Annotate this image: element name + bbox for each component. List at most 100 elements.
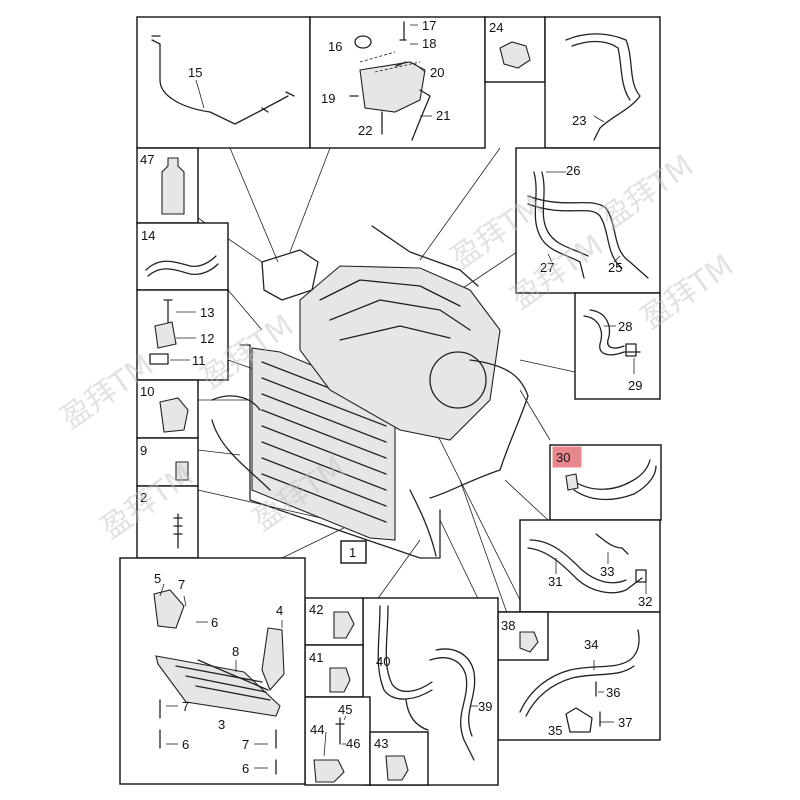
callout-31: 31 [548,574,562,589]
clip-43-part [385,755,409,781]
inset-box-38[interactable]: 38 [497,611,549,661]
hose-30-part [571,459,651,490]
callout-23: 23 [572,113,586,128]
coolant-hose-23-part [565,33,641,141]
callout-12: 12 [200,331,214,346]
callout-6a: 6 [211,615,218,630]
callout-37: 37 [618,715,632,730]
callout-4: 4 [276,603,283,618]
callout-18: 18 [422,36,436,51]
clip-41-part [329,667,351,693]
inset-box-10[interactable]: 10 [136,379,199,439]
inset-box-30[interactable]: 30 [549,444,662,521]
inset-box-44-46[interactable]: 44 45 46 [304,696,371,786]
callout-11: 11 [192,353,206,368]
callout-9: 9 [140,443,147,458]
callout-25: 25 [608,260,622,275]
hose-25-part [527,195,649,279]
callout-14: 14 [141,228,155,243]
callout-21: 21 [436,108,450,123]
callout-43: 43 [374,736,388,751]
callout-19: 19 [321,91,335,106]
inset-box-23[interactable]: 23 [544,16,661,149]
tank-main-part [261,249,319,301]
callout-7a: 7 [178,577,185,592]
callout-16: 16 [328,39,342,54]
callout-13: 13 [200,305,214,320]
callout-45: 45 [338,702,352,717]
callout-41: 41 [309,650,323,665]
coolant-bottle-part [161,157,185,215]
callout-3: 3 [218,717,225,732]
radiator-frame-part [239,344,441,559]
inset-box-15[interactable]: 15 [136,16,311,149]
inset-box-expansion-tank[interactable]: 16 17 18 19 20 21 22 [309,16,486,149]
callout-24: 24 [489,20,503,35]
crossmember-3-part [155,655,281,717]
callout-29: 29 [628,378,642,393]
callout-30: 30 [556,450,570,465]
expansion-tank-part [359,61,426,113]
inset-box-2[interactable]: 2 [136,485,199,559]
inset-box-bracket[interactable]: 13 12 11 [136,289,229,381]
callout-44: 44 [310,722,324,737]
callout-38: 38 [501,618,515,633]
seal-8-part [197,659,269,691]
callout-27: 27 [540,260,554,275]
sensor-harness-part [151,39,289,125]
callout-46: 46 [346,736,360,751]
bracket-35-part [565,707,593,733]
callout-20: 20 [430,65,444,80]
callout-35: 35 [548,723,562,738]
hose-31-part [527,547,643,594]
callout-7c: 7 [242,737,249,752]
clip-24-part [499,41,531,69]
inset-box-47[interactable]: 47 [136,147,199,224]
label-box-1[interactable]: 1 [340,540,367,564]
clamp-44-part [313,759,345,783]
engine-block-part [299,265,501,441]
inset-box-34-37[interactable]: 34 36 35 37 [497,611,661,741]
inset-box-24[interactable]: 24 [484,16,546,83]
callout-6b: 6 [182,737,189,752]
callout-40: 40 [376,654,390,669]
hose-14-part [145,255,217,271]
bracket-12-part [154,321,177,349]
bracket-5-part [153,589,185,629]
inset-box-41[interactable]: 41 [304,644,364,698]
callout-1: 1 [349,545,356,560]
inset-box-14[interactable]: 14 [136,222,229,291]
callout-34: 34 [584,637,598,652]
plug-2-part [173,513,183,549]
callout-5: 5 [154,571,161,586]
clip-42-part [333,611,355,639]
inset-box-radiator-mount[interactable]: 5 7 6 4 8 7 3 6 7 6 [119,557,306,785]
inset-box-28-29[interactable]: 28 29 [574,292,661,400]
hose-39-part [429,657,475,761]
inset-box-43[interactable]: 43 [369,731,429,786]
callout-8: 8 [232,644,239,659]
callout-10: 10 [140,384,154,399]
hose-28-part [583,315,641,356]
bracket-10-part [159,397,189,433]
hose-main-part [429,359,529,499]
bushing-9-part [175,461,189,481]
callout-47: 47 [140,152,154,167]
callout-26: 26 [566,163,580,178]
inset-box-31-33[interactable]: 31 33 32 [519,519,661,613]
inset-box-42[interactable]: 42 [304,597,364,646]
callout-2: 2 [140,490,147,505]
callout-42: 42 [309,602,323,617]
callout-6c: 6 [242,761,249,776]
hose-34-part [519,629,640,713]
callout-15: 15 [188,65,202,80]
engine-radiator-assembly[interactable] [211,225,529,559]
callout-36: 36 [606,685,620,700]
clip-38-part [519,631,539,653]
callout-22: 22 [358,123,372,138]
callout-17: 17 [422,18,436,33]
hose-27-part [533,171,585,279]
callout-32: 32 [638,594,652,609]
callout-33: 33 [600,564,614,579]
